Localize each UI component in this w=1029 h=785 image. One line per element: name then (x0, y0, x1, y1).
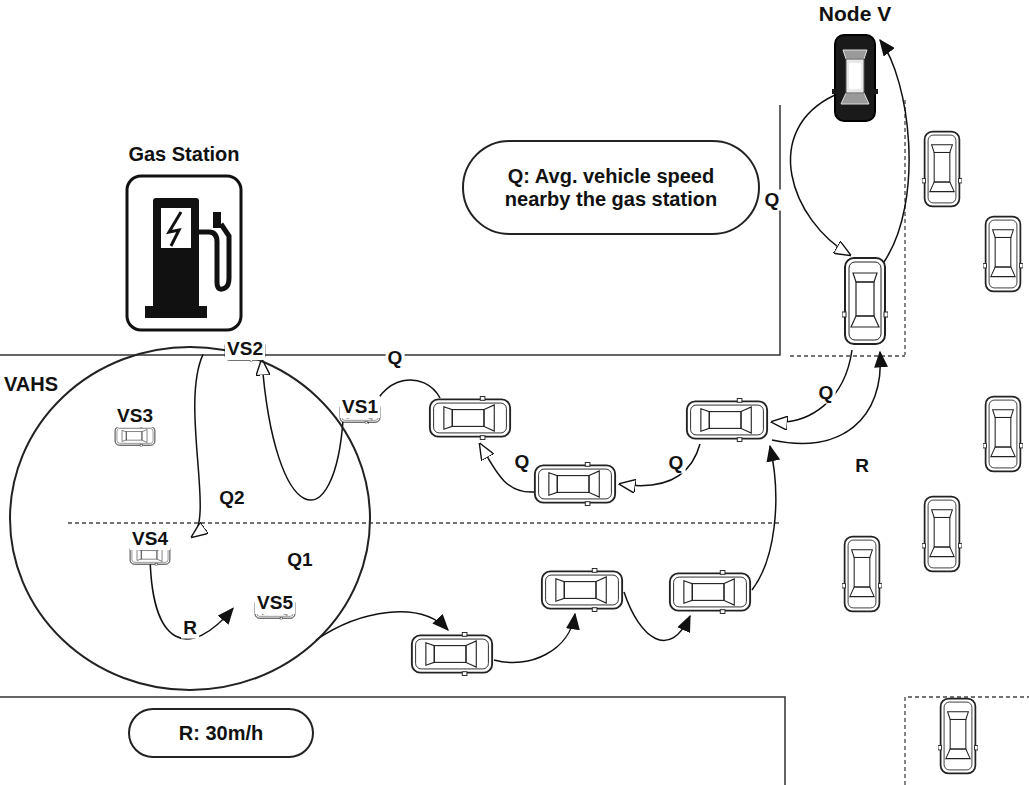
region-label: VAHS (4, 373, 58, 396)
lane-lines (68, 100, 1029, 785)
car (842, 258, 888, 344)
arrow-label: Q (667, 453, 686, 474)
car (922, 497, 962, 572)
car (430, 397, 510, 440)
vehicle-label: VS1 (340, 396, 380, 418)
callout-text: Q: Avg. vehicle speed nearby the gas sta… (482, 165, 740, 211)
reply-arrow (752, 446, 776, 590)
reply-arrow (624, 592, 690, 640)
lane-line (905, 697, 1029, 785)
vehicle-node: VS2 (203, 338, 287, 360)
vehicle-node: VS1 (318, 396, 402, 418)
callout-box: R: 30m/h (128, 708, 314, 758)
query-arrow (620, 444, 700, 486)
reply-arrow (316, 612, 448, 640)
car (938, 699, 978, 774)
vehicle-node: Node V (808, 2, 902, 124)
car-icon (93, 425, 177, 447)
reply-arrow (494, 614, 575, 663)
car (687, 399, 767, 442)
car (670, 571, 750, 614)
car (922, 132, 962, 207)
arrow-label: Q (513, 452, 532, 473)
vahs-ellipse (8, 345, 372, 692)
station-label: Gas Station (105, 143, 263, 166)
vehicle-node: VS4 (108, 528, 192, 550)
connector-arrow (192, 354, 203, 536)
arrow-label: R (853, 456, 871, 477)
road-edges (0, 105, 785, 785)
cars (412, 132, 1023, 774)
car (842, 537, 882, 612)
vehicle-label: VS5 (255, 592, 295, 614)
gas-station-icon: Gas Station (105, 143, 263, 332)
edge-label: R (181, 618, 199, 639)
connector-arrow (262, 360, 343, 500)
car (983, 397, 1023, 472)
arrow-label: Q (386, 348, 405, 369)
edge-label: Q1 (285, 550, 314, 571)
road-edge (0, 105, 780, 355)
message-arrows (316, 40, 909, 663)
car (535, 463, 615, 506)
vehicle-label: VS2 (225, 338, 265, 360)
car-icon (832, 32, 878, 124)
callout-text: R: 30m/h (179, 722, 263, 745)
vahs-outline (10, 347, 370, 690)
lane-line (904, 100, 905, 355)
vehicle-label: VS4 (130, 528, 170, 550)
arrow-label: Q (817, 383, 836, 404)
road-edge (0, 697, 785, 785)
vahs-region: VAHSVS2VS3VS1VS4VS5 (8, 345, 372, 692)
query-arrow (480, 444, 534, 492)
vehicle-label: VS3 (115, 405, 155, 427)
gas-pump-icon (125, 174, 243, 332)
car (983, 217, 1023, 292)
edge-label: Q2 (217, 488, 246, 509)
query-arrow (772, 350, 852, 422)
callout-box: Q: Avg. vehicle speed nearby the gas sta… (462, 140, 760, 235)
reply-arrow (880, 40, 909, 262)
arrow-label: Q (763, 190, 782, 211)
vehicle-label: Node V (817, 2, 893, 26)
vehicle-node: VS3 (93, 405, 177, 427)
vehicle-node: VS5 (233, 592, 317, 614)
car (542, 569, 622, 612)
lane-line (790, 355, 905, 356)
reply-arrow (772, 352, 880, 443)
lane-line (68, 522, 780, 523)
car (412, 633, 492, 676)
